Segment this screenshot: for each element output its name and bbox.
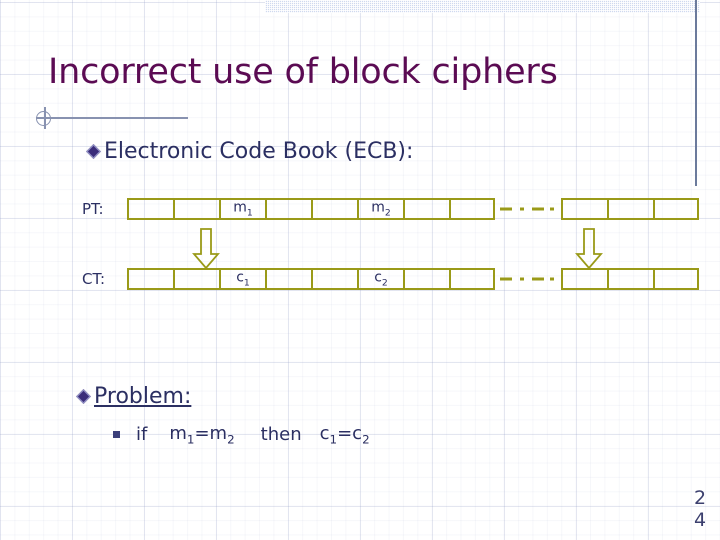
cipher-block: c1: [219, 268, 265, 290]
cipher-block: [607, 198, 653, 220]
cipher-block-subscript: 2: [381, 277, 388, 289]
cipher-block-label: m2: [371, 199, 391, 219]
conclusion-expression: c1=c2: [320, 423, 370, 447]
conclusion-equals: =: [337, 423, 353, 444]
cipher-block-subscript: 1: [243, 277, 250, 289]
square-bullet-icon: [113, 431, 120, 439]
premise-left-sub: 1: [186, 432, 195, 447]
bullet-label-ecb: Electronic Code Book (ECB):: [104, 139, 414, 164]
encrypt-arrow-right-icon: [575, 228, 603, 270]
cipher-block: [127, 198, 173, 220]
cipher-block: m2: [357, 198, 403, 220]
cipher-block: c2: [357, 268, 403, 290]
encrypt-arrow-left-icon: [192, 228, 220, 270]
circle-ornament-icon: [36, 107, 55, 129]
diamond-bullet-icon: [86, 144, 101, 159]
premise-left-base: m: [169, 423, 187, 444]
page-number-digit: 2: [694, 487, 707, 509]
cipher-block: [561, 268, 607, 290]
block-sequence-ellipsis: [495, 268, 561, 290]
cipher-block: [265, 268, 311, 290]
bullet-item-ecb: Electronic Code Book (ECB):: [86, 139, 414, 164]
conclusion-left-sub: 1: [329, 432, 338, 447]
block-sequence-ellipsis: [495, 198, 561, 220]
keyword-then: then: [260, 424, 302, 446]
cipher-block: [127, 268, 173, 290]
top-banner-decoration: [265, 0, 700, 13]
cipher-block: [449, 268, 495, 290]
page-title: Incorrect use of block ciphers: [48, 52, 558, 92]
cipher-block: [449, 198, 495, 220]
premise-right-sub: 2: [227, 432, 235, 447]
premise-right-base: m: [209, 423, 228, 444]
cipher-block: m1: [219, 198, 265, 220]
ciphertext-blocks-right: [561, 268, 699, 290]
dash-dot-line: [500, 277, 556, 281]
premise-expression: m1=m2: [169, 423, 234, 447]
dash-dot-line: [500, 207, 556, 211]
cipher-block: [403, 268, 449, 290]
conclusion-right-sub: 2: [362, 432, 370, 447]
page-number-digit: 4: [694, 509, 707, 531]
keyword-if: if: [136, 424, 148, 446]
cipher-block: [653, 198, 699, 220]
premise-equals: =: [194, 423, 210, 444]
bullet-label-problem: Problem:: [94, 384, 192, 409]
cipher-block: [311, 198, 357, 220]
circle-shape: [36, 111, 51, 126]
conclusion-left-base: c: [319, 423, 330, 444]
cipher-block-label: c1: [236, 269, 250, 289]
cipher-block: [173, 268, 219, 290]
diamond-bullet-icon: [76, 389, 91, 404]
right-vertical-rule: [695, 0, 697, 186]
cipher-block: [653, 268, 699, 290]
cipher-block: [311, 268, 357, 290]
cipher-block-subscript: 1: [246, 207, 253, 219]
cipher-block: [607, 268, 653, 290]
plaintext-blocks-right: [561, 198, 699, 220]
ciphertext-row-label: CT:: [82, 270, 106, 288]
vertical-tick-shape: [44, 107, 46, 129]
ciphertext-block-row: c1 c2: [127, 268, 699, 290]
plaintext-block-row: m1 m2: [127, 198, 699, 220]
cipher-block-label: m1: [233, 199, 253, 219]
cipher-block: [265, 198, 311, 220]
cipher-block: [403, 198, 449, 220]
cipher-block: [173, 198, 219, 220]
cipher-block-subscript: 2: [384, 207, 391, 219]
plaintext-row-label: PT:: [82, 200, 104, 218]
conclusion-right-base: c: [352, 423, 363, 444]
cipher-block: [561, 198, 607, 220]
bullet-item-problem: Problem:: [76, 384, 192, 409]
plaintext-blocks-left: m1 m2: [127, 198, 495, 220]
title-underline-rule: [36, 117, 188, 119]
statement-if-then: if m1=m2 then c1=c2: [113, 423, 370, 447]
cipher-block-label: c2: [374, 269, 388, 289]
ciphertext-blocks-left: c1 c2: [127, 268, 495, 290]
